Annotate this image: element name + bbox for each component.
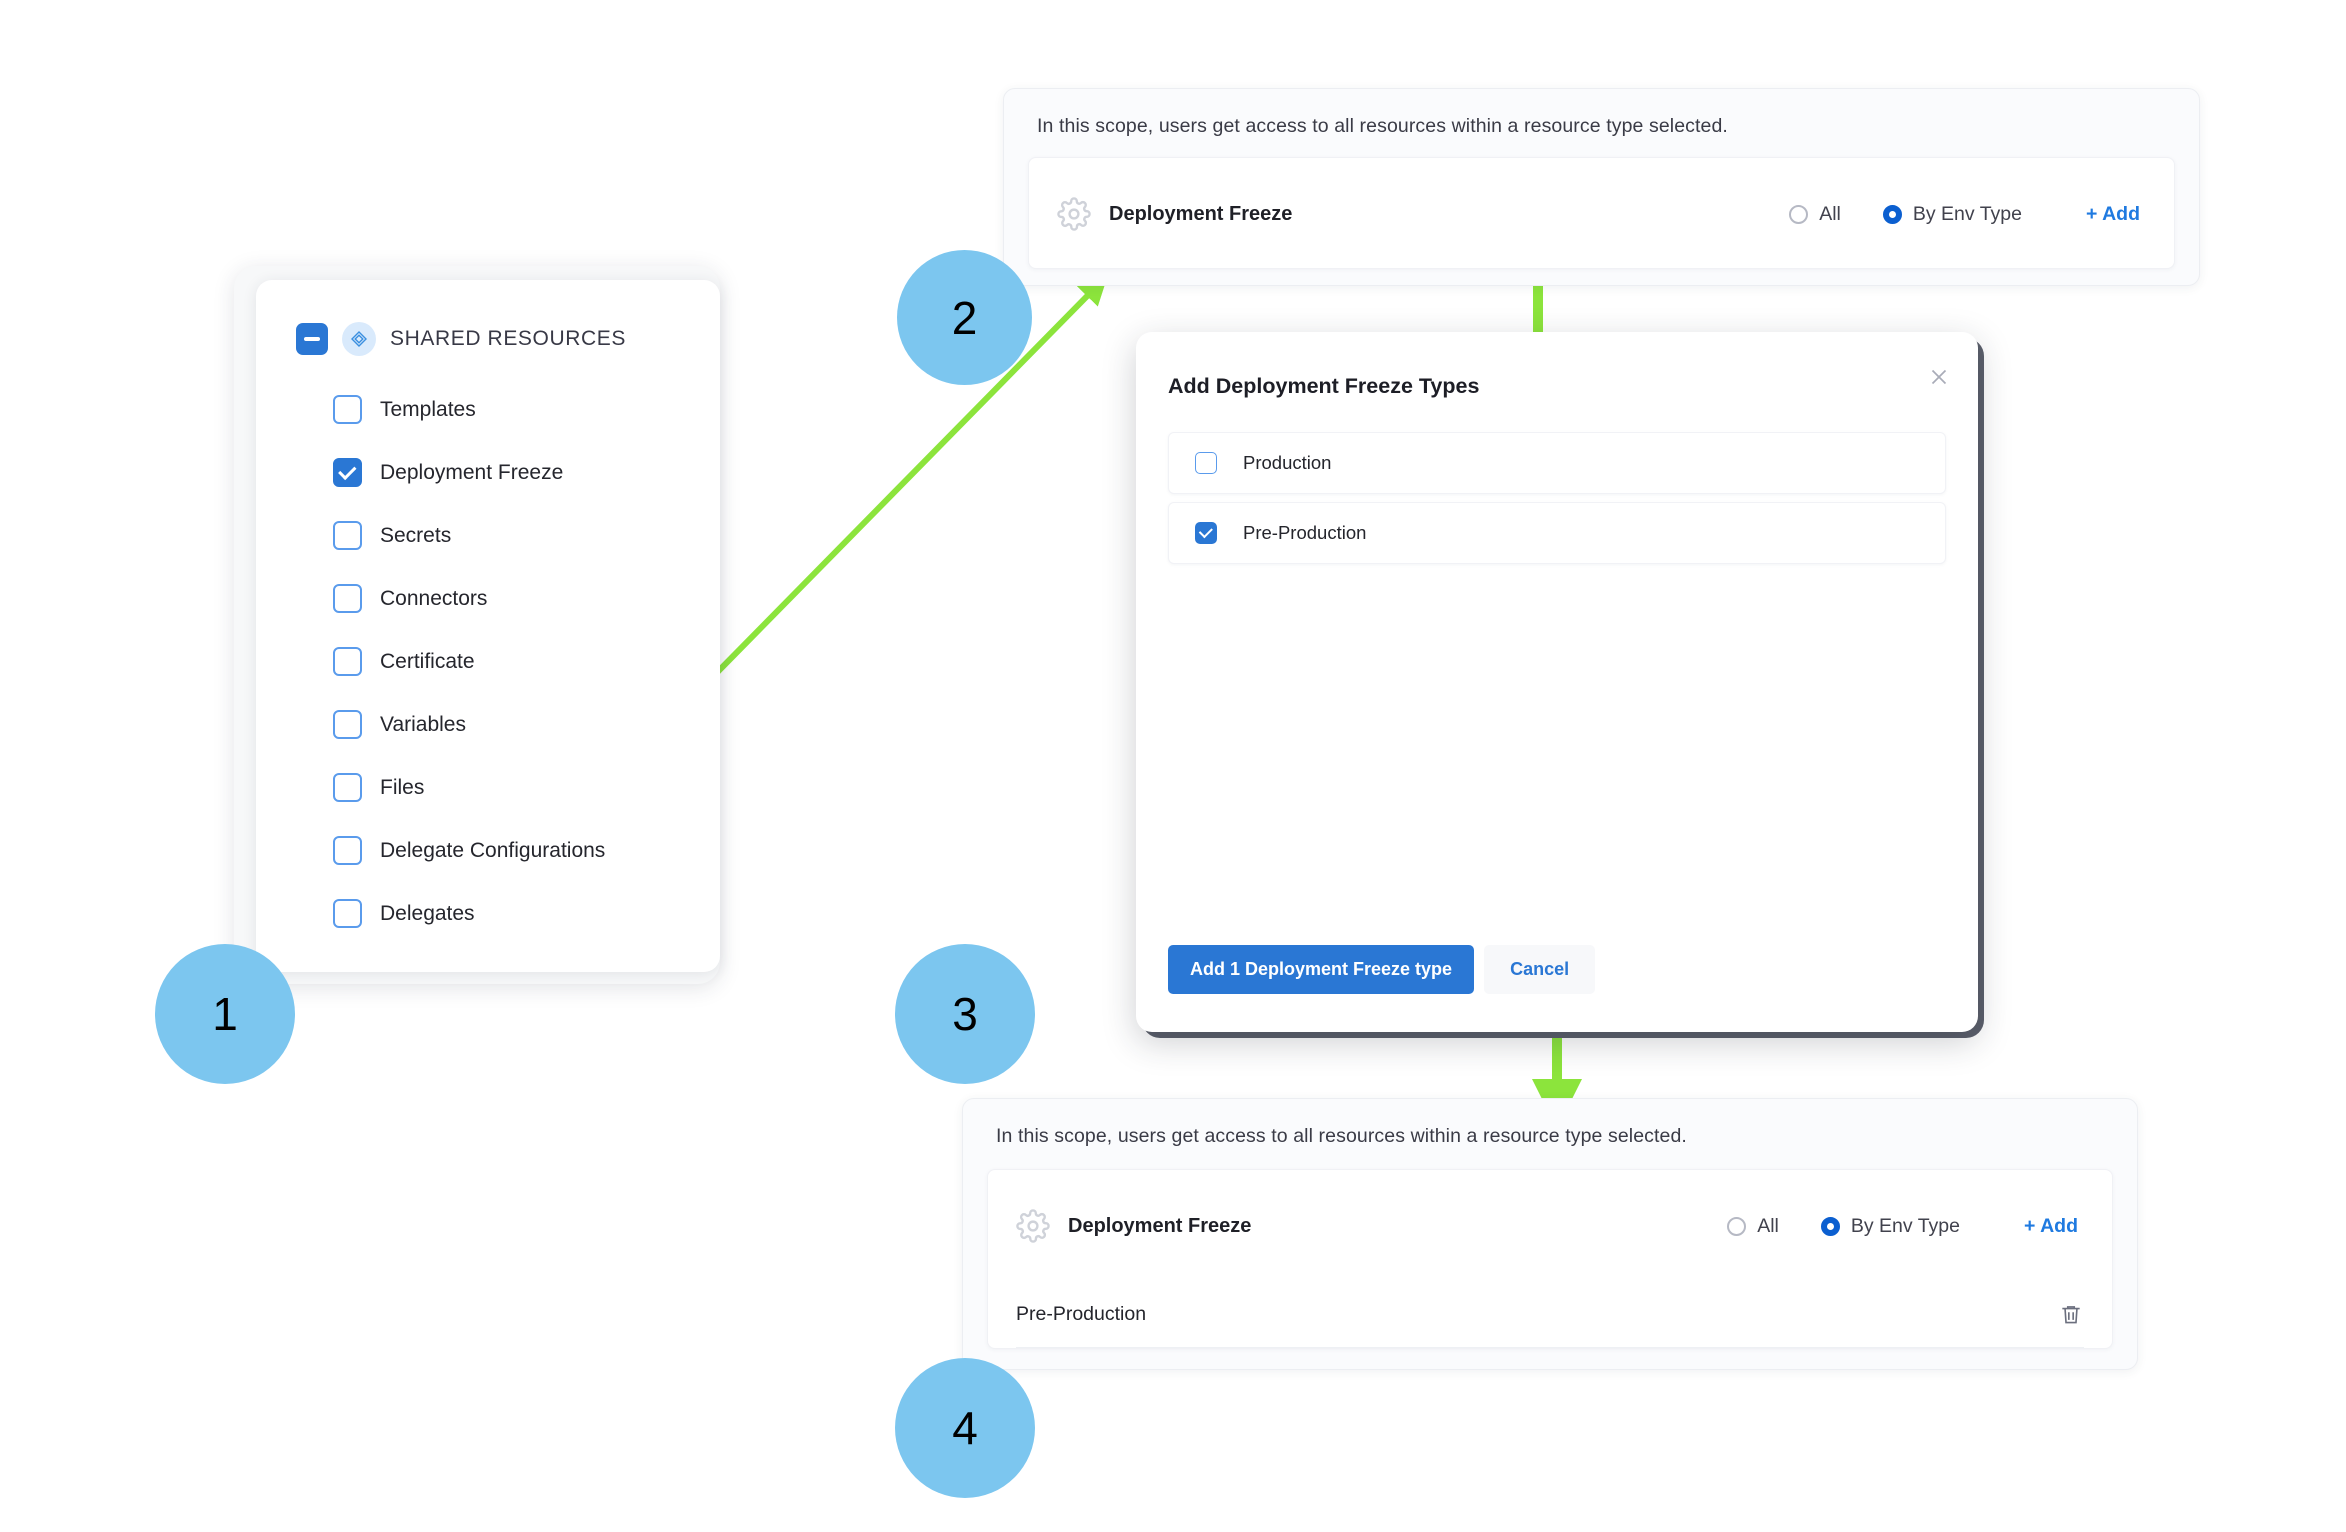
shared-resources-card: SHARED RESOURCES Templates Deployment Fr… — [256, 280, 720, 972]
step-number: 4 — [952, 1402, 978, 1454]
step-badge-1: 1 — [155, 944, 295, 1084]
minus-icon[interactable] — [296, 323, 328, 355]
cancel-button[interactable]: Cancel — [1484, 945, 1596, 994]
list-item-label: Connectors — [380, 586, 488, 610]
add-button[interactable]: + Add — [2024, 1214, 2078, 1237]
radio-option-all[interactable]: All — [1727, 1215, 1779, 1238]
list-item-label: Delegate Configurations — [380, 838, 606, 862]
modal-options-list: Production Pre-Production — [1168, 432, 1946, 572]
checkbox-certificate[interactable] — [333, 647, 362, 676]
checkbox-secrets[interactable] — [333, 521, 362, 550]
list-item-label: Delegates — [380, 901, 475, 925]
arrow-card-to-scope-top — [687, 274, 1109, 703]
scope-resource-name: Deployment Freeze — [1068, 1214, 1252, 1237]
list-item-label: Deployment Freeze — [380, 460, 564, 484]
checkbox-variables[interactable] — [333, 710, 362, 739]
list-item[interactable]: Production — [1168, 432, 1946, 494]
list-item-label: Templates — [380, 397, 476, 421]
scope-resource-card: Deployment Freeze All By Env Type + Add … — [987, 1169, 2113, 1349]
step-number: 3 — [952, 988, 978, 1040]
radio-option-by-env-type[interactable]: By Env Type — [1882, 202, 2022, 226]
add-button[interactable]: + Add — [2086, 202, 2140, 225]
list-item-label: Pre-Production — [1243, 522, 1367, 543]
trash-icon[interactable] — [2058, 1302, 2084, 1328]
checkbox-production[interactable] — [1195, 452, 1217, 474]
scope-radio-group: All By Env Type — [1727, 1215, 1960, 1238]
step-badge-3: 3 — [895, 944, 1035, 1084]
scope-resource-name: Deployment Freeze — [1109, 202, 1293, 225]
add-deployment-freeze-type-button[interactable]: Add 1 Deployment Freeze type — [1168, 945, 1475, 994]
checkbox-files[interactable] — [333, 773, 362, 802]
radio-label-all: All — [1757, 1214, 1779, 1237]
scope-resource-row: Deployment Freeze All By Env Type + Add — [988, 1170, 2112, 1282]
radio-option-all[interactable]: All — [1789, 203, 1841, 226]
list-item[interactable]: Secrets — [256, 504, 720, 567]
selected-env-type-label: Pre-Production — [1016, 1303, 1147, 1325]
list-item[interactable]: Delegate Configurations — [256, 819, 720, 882]
list-item[interactable]: Deployment Freeze — [256, 441, 720, 504]
list-item[interactable]: Files — [256, 756, 720, 819]
checkbox-delegate-configurations[interactable] — [333, 836, 362, 865]
add-deployment-freeze-types-modal: Add Deployment Freeze Types Production P… — [1136, 332, 1978, 1032]
step-number: 2 — [951, 291, 978, 344]
shared-resources-list: Templates Deployment Freeze Secrets Conn… — [256, 356, 720, 945]
radio-icon-all[interactable] — [1789, 204, 1809, 224]
list-item[interactable]: Certificate — [256, 630, 720, 693]
list-item-label: Production — [1243, 452, 1332, 473]
close-icon[interactable] — [1926, 364, 1952, 390]
list-item[interactable]: Connectors — [256, 567, 720, 630]
shared-resources-diamond-icon — [342, 322, 376, 356]
scope-note: In this scope, users get access to all r… — [996, 1125, 1687, 1147]
radio-label-all: All — [1819, 202, 1841, 225]
modal-footer: Add 1 Deployment Freeze type Cancel — [1168, 945, 1596, 994]
radio-label-by-env-type: By Env Type — [1850, 1214, 1960, 1237]
list-item[interactable]: Templates — [256, 378, 720, 441]
gear-icon — [1016, 1209, 1050, 1243]
step-badge-4: 4 — [895, 1358, 1035, 1498]
checkbox-deployment-freeze[interactable] — [333, 458, 362, 487]
list-item[interactable]: Delegates — [256, 882, 720, 945]
list-item[interactable]: Variables — [256, 693, 720, 756]
radio-icon-all[interactable] — [1727, 1216, 1747, 1236]
gear-icon — [1057, 197, 1091, 231]
modal-title: Add Deployment Freeze Types — [1168, 374, 1480, 398]
scope-resource-card: Deployment Freeze All By Env Type + Add — [1028, 157, 2175, 269]
scope-panel-top: In this scope, users get access to all r… — [1003, 88, 2200, 286]
radio-option-by-env-type[interactable]: By Env Type — [1820, 1214, 1960, 1238]
step-badge-2: 2 — [897, 250, 1032, 385]
list-item-label: Variables — [380, 712, 466, 736]
step-number: 1 — [212, 988, 238, 1040]
scope-resource-row: Deployment Freeze All By Env Type + Add — [1029, 158, 2174, 270]
scope-panel-bottom: In this scope, users get access to all r… — [962, 1098, 2138, 1370]
list-item-label: Files — [380, 775, 425, 799]
checkbox-templates[interactable] — [333, 395, 362, 424]
radio-icon-by-env-type[interactable] — [1820, 1216, 1840, 1236]
list-item[interactable]: Pre-Production — [1168, 502, 1946, 564]
list-item-label: Secrets — [380, 523, 452, 547]
shared-resources-header: SHARED RESOURCES — [256, 280, 720, 356]
list-item-label: Certificate — [380, 649, 475, 673]
checkbox-connectors[interactable] — [333, 584, 362, 613]
selected-env-type-row: Pre-Production — [1016, 1282, 2084, 1348]
shared-resources-title: SHARED RESOURCES — [390, 327, 626, 350]
checkbox-delegates[interactable] — [333, 899, 362, 928]
radio-label-by-env-type: By Env Type — [1912, 202, 2022, 225]
checkbox-pre-production[interactable] — [1195, 522, 1217, 544]
radio-icon-by-env-type[interactable] — [1882, 204, 1902, 224]
scope-note: In this scope, users get access to all r… — [1037, 115, 1728, 137]
scope-radio-group: All By Env Type — [1789, 203, 2022, 226]
